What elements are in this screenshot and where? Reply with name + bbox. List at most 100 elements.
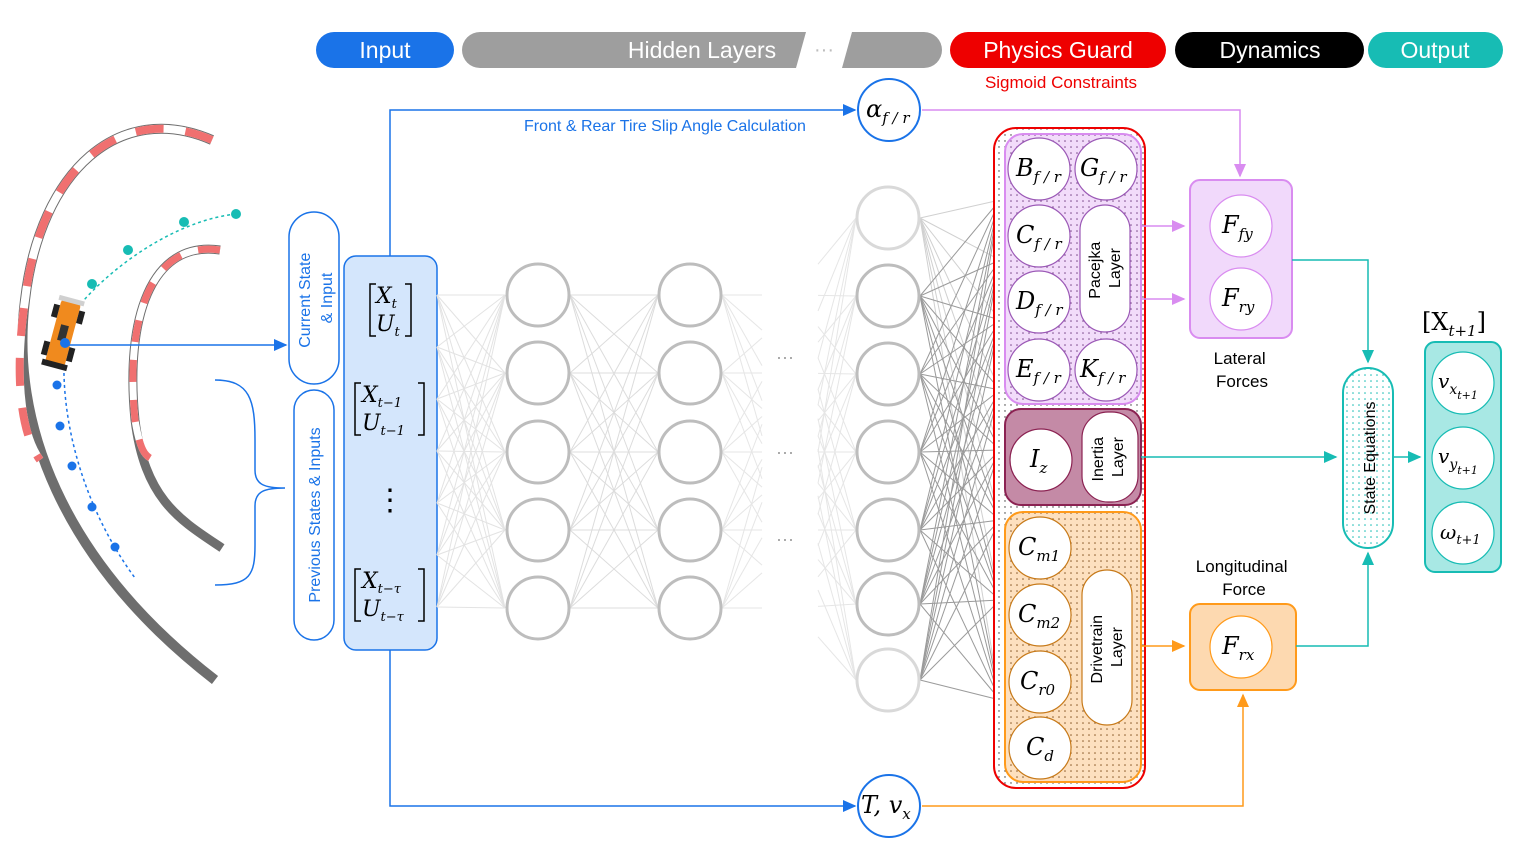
- hidden-connection: [721, 294, 763, 366]
- output-omega: ωt+1: [1431, 501, 1495, 565]
- output-pill-label: Output: [1400, 37, 1470, 63]
- hidden-connection: [919, 259, 1001, 297]
- hidden-connection: [436, 372, 506, 504]
- input-vector-box: Xt Ut Xt−1 Ut−1 ⋮ Xt−τ Ut−τ: [343, 255, 438, 651]
- hidden-connection: [919, 295, 1001, 521]
- hidden-ellipsis-3: ···: [776, 529, 794, 549]
- longitudinal-label-line1: Longitudinal: [1196, 557, 1288, 576]
- hidden-connection: [817, 448, 857, 681]
- hidden-connection: [919, 449, 1001, 605]
- hidden-connection: [721, 294, 763, 331]
- hidden-connection: [817, 388, 857, 531]
- inertia-layer-label-line1: Inertia: [1090, 437, 1107, 482]
- physics-guard-pill: Physics Guard Sigmoid Constraints: [950, 32, 1166, 92]
- hidden-connection: [919, 599, 1001, 681]
- svg-text:Inertia Layer: Inertia Layer: [1090, 433, 1127, 482]
- output-vx: vxt+1: [1431, 351, 1495, 415]
- hidden-connection: [919, 259, 1001, 681]
- hidden-connection: [919, 519, 1001, 605]
- hidden-connection: [817, 636, 857, 681]
- future-trajectory-points: [87, 209, 241, 289]
- input-vertical-ellipsis: ⋮: [375, 484, 405, 517]
- hidden-connection: [569, 372, 659, 609]
- hidden-neuron: [505, 340, 571, 406]
- drivetrain-param-cm1: Cm1: [1008, 516, 1072, 580]
- hidden-connection: [436, 346, 506, 374]
- drivetrain-layer-label-line2: Layer: [1109, 626, 1126, 667]
- longitudinal-label-line2: Force: [1222, 580, 1265, 599]
- hidden-neuron: [855, 263, 921, 329]
- hidden-connection: [919, 389, 1001, 681]
- hidden-connection: [569, 451, 659, 609]
- hidden-connection: [919, 319, 1001, 531]
- svg-text:Ffy: Ffy: [1221, 211, 1253, 243]
- lateral-force-ffy: Ffy: [1209, 194, 1273, 258]
- hidden-ellipsis-2: ···: [776, 442, 794, 462]
- hidden-neuron: [505, 497, 571, 563]
- hidden-layers-ellipsis: ···: [814, 39, 834, 61]
- svg-text:Lateral Forces: Lateral Forces: [1214, 349, 1271, 391]
- input-xtau-utau: Xt−τ Ut−τ: [354, 568, 425, 625]
- svg-text:Longitudinal Force: Longitudinal Force: [1196, 557, 1292, 599]
- hidden-connection: [569, 294, 659, 609]
- svg-text:Bf / r: Bf / r: [1015, 154, 1062, 186]
- pacejka-param-g: Gf / r: [1074, 137, 1138, 201]
- hidden-connection: [919, 259, 1001, 453]
- hidden-connection: [817, 217, 857, 406]
- hidden-neuron: [505, 575, 571, 641]
- svg-text:Xt: Xt: [374, 284, 398, 312]
- hidden-connection: [919, 217, 1001, 391]
- pacejka-param-k: Kf / r: [1074, 338, 1138, 402]
- hidden-connection: [817, 495, 857, 681]
- hidden-connection: [436, 294, 506, 348]
- hidden-connection: [919, 449, 1001, 453]
- hidden-connection: [919, 389, 1001, 605]
- hidden-neuron: [855, 571, 921, 637]
- physics-guard-pill-label: Physics Guard: [983, 37, 1133, 63]
- hidden-connection: [817, 589, 857, 681]
- hidden-connection: [721, 537, 763, 609]
- hidden-connection: [919, 217, 1001, 521]
- pacejka-layer-label-line1: Pacejka: [1087, 242, 1104, 299]
- hidden-connection: [919, 295, 1001, 391]
- output-vy: vyt+1: [1431, 426, 1495, 490]
- hidden-connection: [919, 199, 1001, 531]
- hidden-neuron: [855, 647, 921, 713]
- pacejka-param-e: Ef / r: [1007, 338, 1071, 402]
- hidden-connection: [817, 217, 857, 312]
- hidden-connection: [919, 451, 1001, 521]
- inertia-group: Inertia Layer Iz: [1004, 408, 1142, 506]
- hidden-connection: [721, 294, 763, 436]
- hidden-connection: [919, 599, 1001, 605]
- hidden-neuron: [657, 262, 723, 328]
- hidden-connection: [817, 543, 857, 681]
- hidden-layers-pill: Hidden Layers ···: [462, 32, 942, 68]
- svg-text:Ut: Ut: [376, 312, 401, 340]
- hidden-connection: [919, 199, 1001, 453]
- svg-text:Kf / r: Kf / r: [1079, 355, 1126, 387]
- drivetrain-param-cr0: Cr0: [1008, 650, 1072, 714]
- hidden-connection: [919, 389, 1001, 453]
- header-bar: Input Hidden Layers ··· Physics Guard Si…: [316, 32, 1503, 92]
- svg-text:T, vx: T, vx: [861, 791, 911, 823]
- hidden-connection: [436, 451, 506, 504]
- hidden-connection: [436, 294, 506, 504]
- hidden-neuron: [855, 185, 921, 251]
- longitudinal-force-frx: Frx: [1209, 615, 1273, 679]
- hidden-connection: [721, 424, 763, 531]
- hidden-connection: [436, 529, 506, 556]
- svg-text:Pacejka Layer: Pacejka Layer: [1087, 237, 1124, 298]
- pacejka-param-c: Cf / r: [1007, 204, 1071, 268]
- hidden-connection: [436, 294, 506, 400]
- hidden-layer-connections: [436, 199, 1001, 701]
- svg-text:Current State & Input: Current State & Input: [297, 248, 336, 348]
- hidden-connection: [721, 494, 763, 531]
- hidden-connection: [436, 502, 506, 531]
- hidden-neuron: [657, 497, 723, 563]
- svg-text:Cr0: Cr0: [1020, 667, 1056, 699]
- hidden-connection: [817, 372, 857, 375]
- hidden-connection: [721, 529, 763, 566]
- slip-angle-arrow: [389, 104, 857, 256]
- input-xt-ut: Xt Ut: [369, 283, 412, 340]
- hidden-connection: [919, 199, 1001, 605]
